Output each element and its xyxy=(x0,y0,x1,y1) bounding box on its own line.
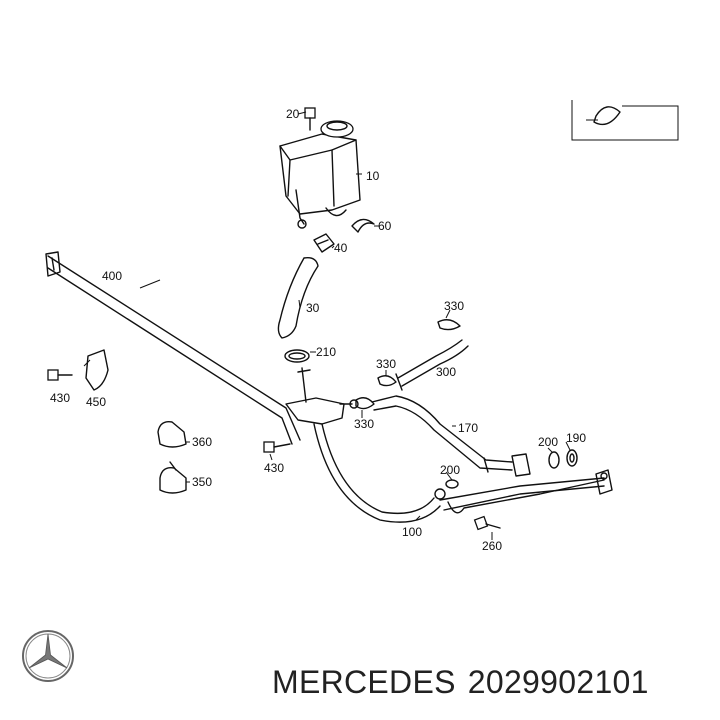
clamp-40 xyxy=(313,233,335,253)
label-200-right: 200 xyxy=(538,435,558,449)
bolt-260 xyxy=(473,515,501,531)
clamp-330-low xyxy=(355,397,375,410)
brand-name: MERCEDES xyxy=(272,664,456,700)
clamp-360 xyxy=(157,421,187,448)
bolt-430-left xyxy=(47,369,73,381)
label-200-lower: 200 xyxy=(440,463,460,477)
label-210: 210 xyxy=(316,345,336,359)
clamp-350 xyxy=(159,461,187,494)
label-40: 40 xyxy=(334,241,348,255)
pressure-line-100 xyxy=(313,423,605,523)
part-labels: 20 10 60 40 400 30 210 330 300 330 330 4… xyxy=(50,107,586,553)
clamp-330-mid xyxy=(377,375,397,387)
label-360: 360 xyxy=(192,435,212,449)
bracket-450 xyxy=(85,349,109,391)
label-60: 60 xyxy=(378,219,392,233)
inset-cap-detail xyxy=(571,100,679,141)
fitting-200-lower xyxy=(445,479,459,489)
label-450: 450 xyxy=(86,395,106,409)
clamp-330-top xyxy=(437,319,461,331)
bolt-20 xyxy=(304,107,316,131)
label-430-center: 430 xyxy=(264,461,284,475)
return-line-400 xyxy=(45,251,301,445)
hose-30 xyxy=(277,256,319,339)
label-330-top: 330 xyxy=(444,299,464,313)
label-10: 10 xyxy=(366,169,380,183)
label-300: 300 xyxy=(436,365,456,379)
reservoir-tank xyxy=(279,120,361,229)
label-20: 20 xyxy=(286,107,300,121)
hose-300 xyxy=(395,339,469,391)
leader-lines xyxy=(83,111,571,540)
label-430-left: 430 xyxy=(50,391,70,405)
clip-60 xyxy=(351,218,375,233)
label-170: 170 xyxy=(458,421,478,435)
fitting-200-190 xyxy=(511,449,578,477)
label-330-mid: 330 xyxy=(376,357,396,371)
part-caption: MERCEDES 2029902101 xyxy=(272,664,661,701)
label-330-low: 330 xyxy=(354,417,374,431)
hose-170 xyxy=(371,395,513,473)
distributor-block xyxy=(285,367,359,425)
bolt-430-center xyxy=(263,441,291,453)
label-100: 100 xyxy=(402,525,422,539)
label-350: 350 xyxy=(192,475,212,489)
end-fitting-right xyxy=(595,469,613,495)
label-30: 30 xyxy=(306,301,320,315)
label-400: 400 xyxy=(102,269,122,283)
part-number: 2029902101 xyxy=(467,664,649,700)
label-190: 190 xyxy=(566,431,586,445)
o-ring-210 xyxy=(284,349,310,363)
mercedes-star-icon xyxy=(22,630,74,682)
label-260: 260 xyxy=(482,539,502,553)
